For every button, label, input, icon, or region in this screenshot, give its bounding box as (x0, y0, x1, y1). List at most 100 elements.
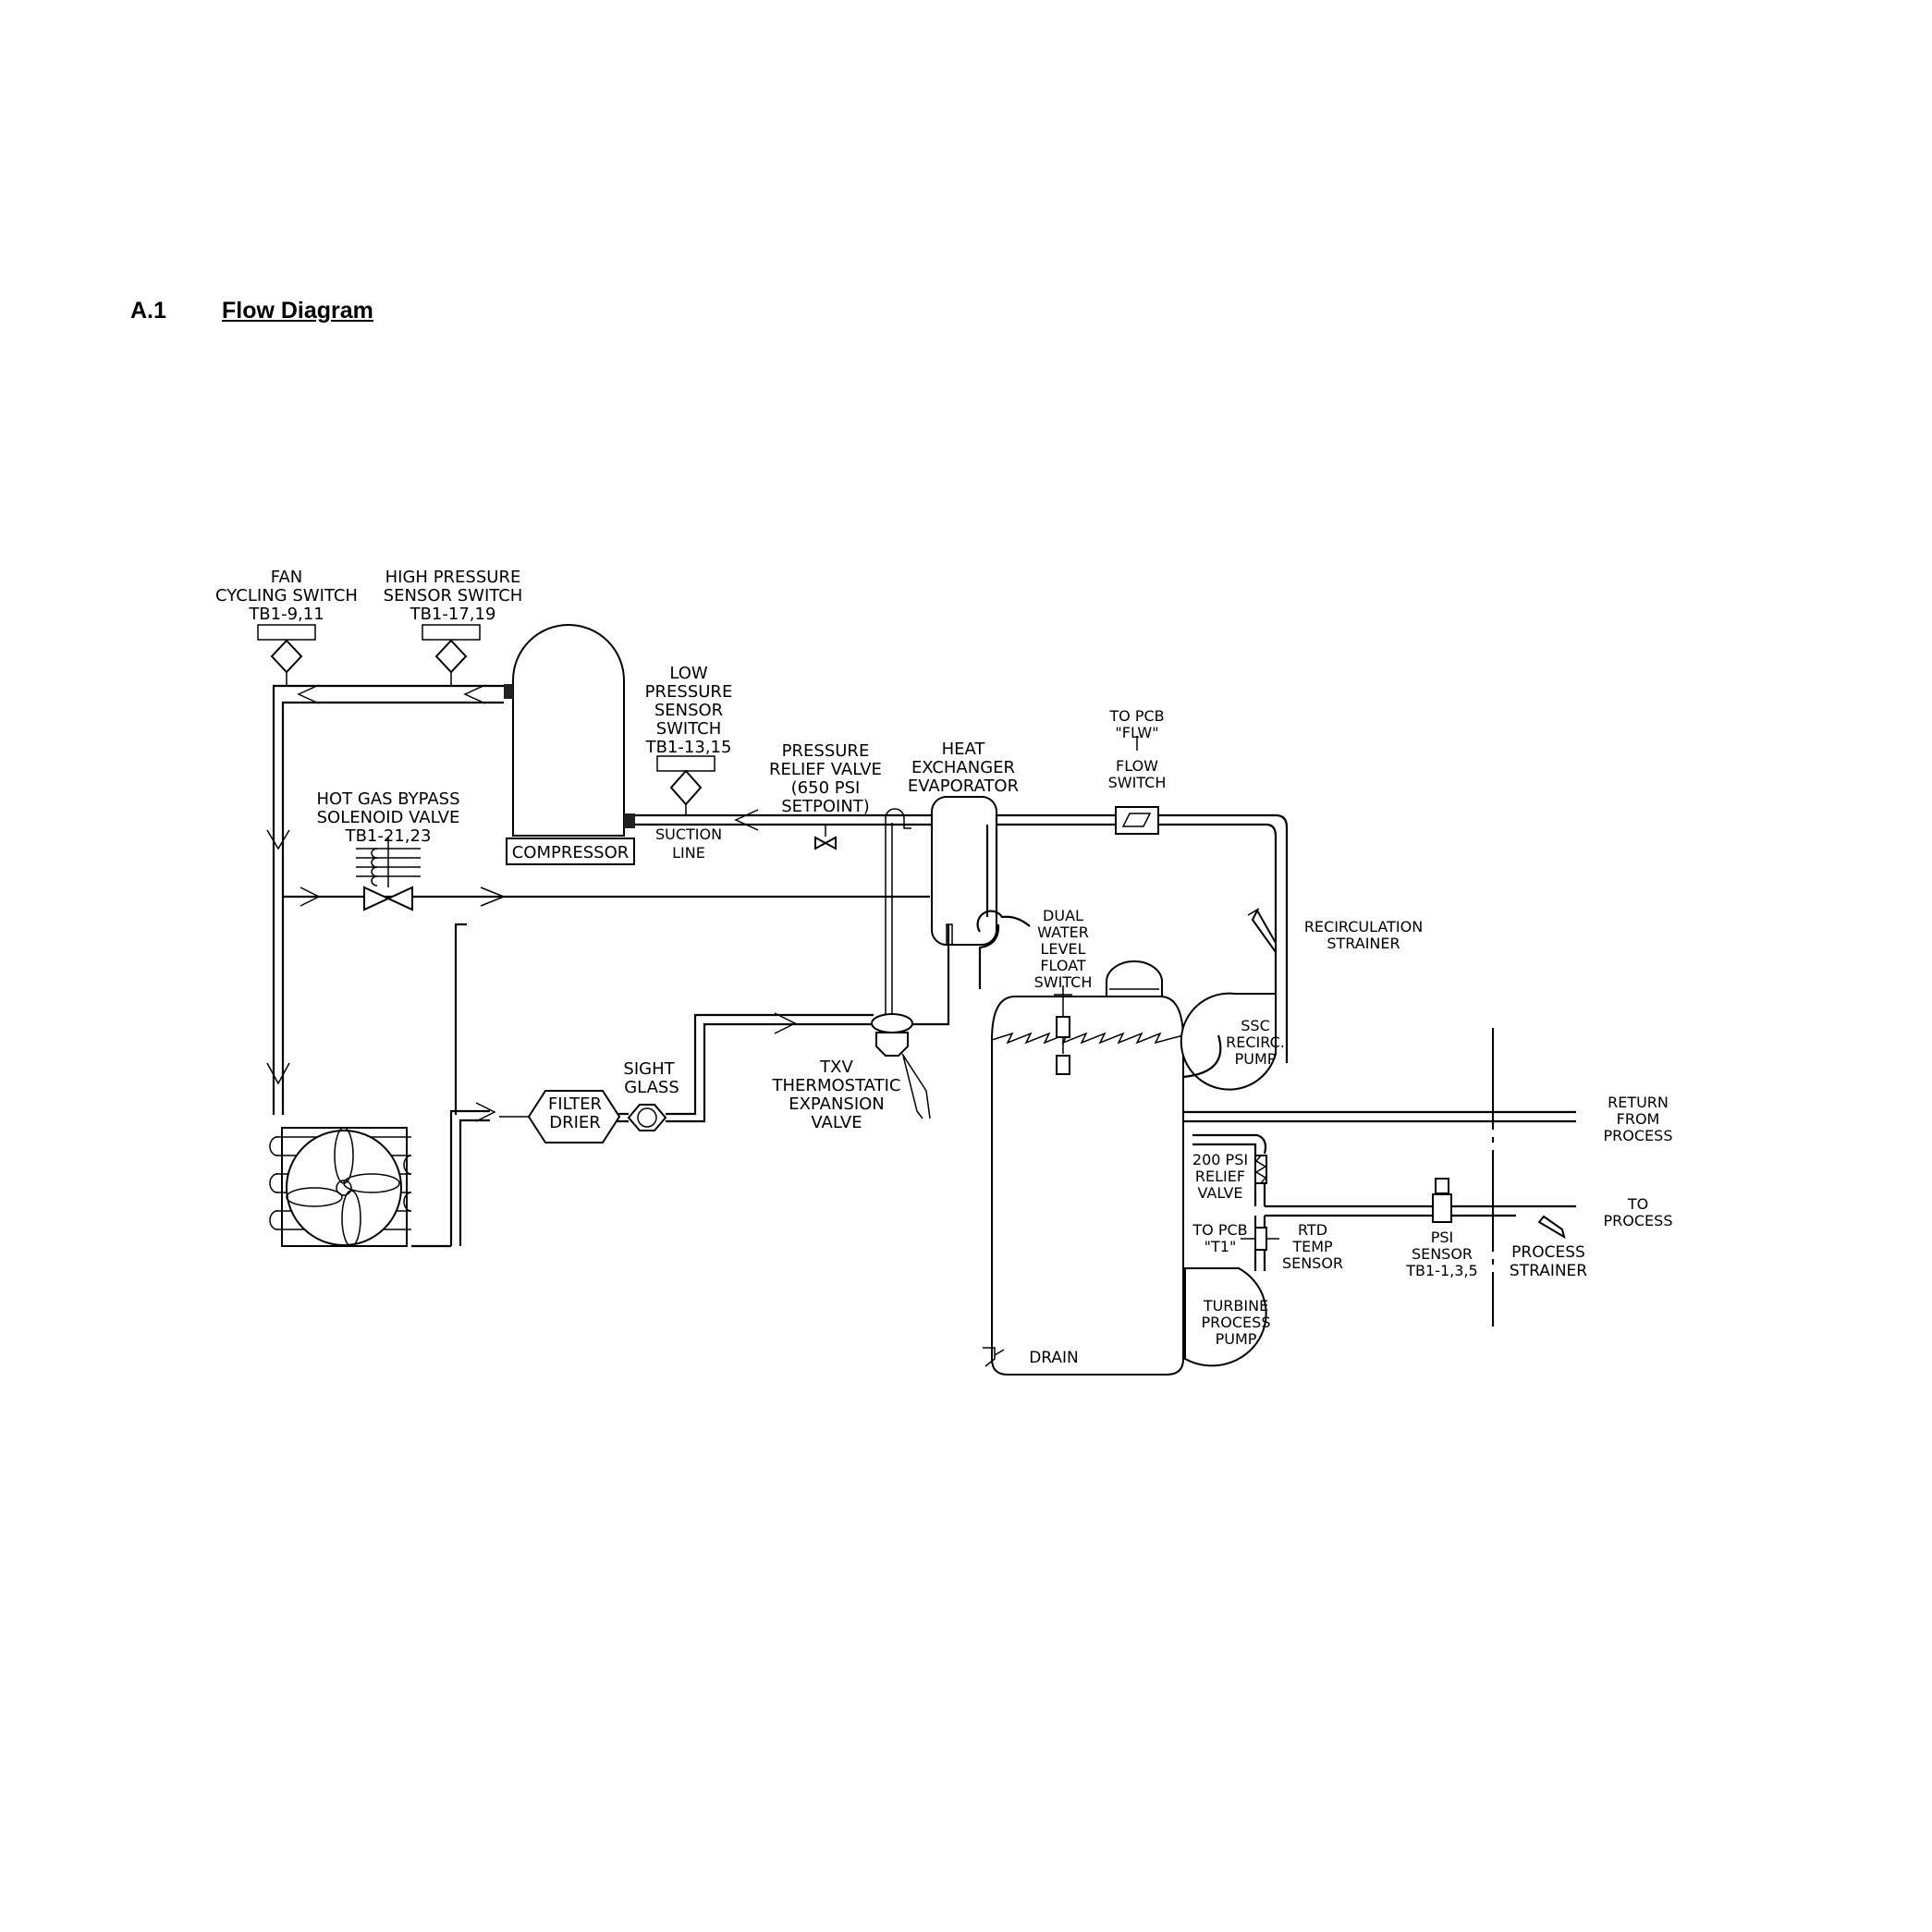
svg-text:DRIER: DRIER (549, 1113, 601, 1132)
low-pressure-switch (656, 755, 715, 815)
svg-text:TO PCB: TO PCB (1192, 1221, 1247, 1239)
svg-text:SUCTION: SUCTION (655, 825, 722, 843)
relief-valve-200 (1254, 1155, 1267, 1184)
drain-label: DRAIN (1029, 1349, 1079, 1367)
svg-text:FAN: FAN (271, 568, 302, 587)
txv-label: TXV THERMOSTATIC EXPANSION VALVE (772, 1058, 901, 1132)
to-process-line (1192, 1133, 1576, 1217)
svg-text:TXV: TXV (819, 1058, 853, 1077)
svg-text:VALVE: VALVE (811, 1113, 862, 1132)
svg-text:RECIRC.: RECIRC. (1226, 1033, 1285, 1051)
svg-text:PUMP: PUMP (1216, 1330, 1257, 1348)
float-switch-label: DUAL WATER LEVEL FLOAT SWITCH (1034, 907, 1093, 991)
svg-text:CYCLING SWITCH: CYCLING SWITCH (215, 586, 358, 605)
heat-exchanger-label: HEAT EXCHANGER EVAPORATOR (908, 740, 1019, 796)
svg-text:TB1-13,15: TB1-13,15 (645, 738, 732, 757)
psi-sensor (1432, 1178, 1452, 1223)
suction-line-label: SUCTION LINE (655, 825, 722, 862)
svg-text:EVAPORATOR: EVAPORATOR (908, 776, 1019, 796)
hot-gas-bypass-solenoid-valve (356, 837, 421, 911)
svg-text:LOW: LOW (669, 664, 708, 683)
svg-text:PROCESS: PROCESS (1604, 1212, 1673, 1229)
svg-text:SETPOINT): SETPOINT) (781, 797, 870, 816)
svg-text:DUAL: DUAL (1043, 907, 1083, 924)
hot-gas-bypass-label: HOT GAS BYPASS SOLENOID VALVE TB1-21,23 (316, 789, 459, 846)
svg-text:SWITCH: SWITCH (1108, 774, 1167, 791)
fan-cycling-switch (257, 624, 316, 686)
fan-cycling-switch-label: FAN CYCLING SWITCH TB1-9,11 (215, 568, 358, 624)
svg-text:PUMP: PUMP (1235, 1050, 1277, 1068)
txv-expansion-valve (871, 808, 931, 1119)
recirculation-strainer-label: RECIRCULATION STRAINER (1304, 918, 1423, 952)
svg-text:RECIRCULATION: RECIRCULATION (1304, 918, 1423, 935)
svg-text:SWITCH: SWITCH (1034, 973, 1093, 991)
svg-text:TURBINE: TURBINE (1203, 1297, 1268, 1314)
condenser-coil (269, 1127, 451, 1248)
svg-text:LINE: LINE (672, 844, 705, 862)
process-strainer-label: PROCESS STRAINER (1510, 1243, 1587, 1280)
low-pressure-switch-label: LOW PRESSURE SENSOR SWITCH TB1-13,15 (645, 664, 733, 757)
svg-text:SENSOR: SENSOR (1412, 1245, 1473, 1263)
svg-text:TB1-21,23: TB1-21,23 (345, 826, 432, 846)
svg-text:SOLENOID VALVE: SOLENOID VALVE (317, 808, 460, 827)
svg-text:SENSOR SWITCH: SENSOR SWITCH (384, 586, 523, 605)
svg-text:PRESSURE: PRESSURE (782, 741, 870, 761)
svg-text:"T1": "T1" (1204, 1238, 1237, 1255)
to-process-label: TO PROCESS (1604, 1195, 1673, 1229)
process-strainer (1537, 1215, 1566, 1240)
ssc-pump-label: SSC RECIRC. PUMP (1226, 1017, 1285, 1068)
svg-text:FROM: FROM (1617, 1110, 1660, 1128)
svg-text:HIGH PRESSURE: HIGH PRESSURE (385, 568, 521, 587)
svg-text:"FLW": "FLW" (1115, 724, 1158, 741)
svg-text:VALVE: VALVE (1197, 1184, 1242, 1202)
svg-text:SIGHT: SIGHT (623, 1059, 675, 1079)
svg-text:SENSOR: SENSOR (654, 701, 723, 720)
svg-text:FILTER: FILTER (548, 1094, 602, 1114)
recirculation-loop (978, 813, 1289, 1063)
svg-text:LEVEL: LEVEL (1041, 940, 1086, 958)
svg-text:STRAINER: STRAINER (1327, 935, 1400, 952)
sight-glass (627, 1104, 667, 1131)
recirculation-strainer (1247, 908, 1277, 956)
rtd-sensor-label: RTD TEMP SENSOR (1282, 1221, 1343, 1272)
float-switch (1054, 985, 1072, 1075)
svg-text:TB1-17,19: TB1-17,19 (410, 605, 496, 624)
svg-text:TEMP: TEMP (1291, 1238, 1333, 1255)
svg-text:FLOW: FLOW (1116, 757, 1158, 775)
turbine-process-pump (1184, 1267, 1267, 1367)
svg-text:RELIEF VALVE: RELIEF VALVE (769, 760, 882, 779)
svg-text:PROCESS: PROCESS (1604, 1127, 1673, 1144)
svg-text:SENSOR: SENSOR (1282, 1254, 1343, 1272)
filter-drier (499, 1090, 621, 1143)
svg-text:FLOAT: FLOAT (1040, 957, 1086, 974)
compressor-label: COMPRESSOR (512, 843, 630, 862)
flow-switch-label: TO PCB "FLW" FLOW SWITCH (1108, 707, 1167, 791)
rtd-temp-sensor (1241, 1216, 1279, 1271)
ssc-recirc-pump (1180, 992, 1277, 1091)
sight-glass-label: SIGHT GLASS (623, 1059, 679, 1097)
section-number: A.1 (130, 298, 166, 324)
svg-text:EXPANSION: EXPANSION (789, 1094, 885, 1114)
svg-text:TB1-1,3,5: TB1-1,3,5 (1405, 1262, 1477, 1279)
pressure-relief-valve-650 (814, 825, 837, 850)
turbine-pump-label: TURBINE PROCESS PUMP (1202, 1297, 1271, 1348)
high-pressure-switch-label: HIGH PRESSURE SENSOR SWITCH TB1-17,19 (384, 568, 523, 624)
svg-text:PROCESS: PROCESS (1511, 1243, 1585, 1262)
svg-text:TO PCB: TO PCB (1108, 707, 1164, 725)
filter-drier-label: FILTER DRIER (548, 1094, 602, 1132)
section-title: Flow Diagram (222, 298, 373, 324)
return-from-process-line (1183, 1110, 1576, 1123)
water-tank (983, 960, 1184, 1376)
svg-text:WATER: WATER (1037, 923, 1089, 941)
svg-text:(650 PSI: (650 PSI (791, 778, 861, 798)
svg-text:PRESSURE: PRESSURE (645, 682, 733, 702)
compressor (504, 624, 635, 865)
svg-text:SSC: SSC (1241, 1017, 1269, 1034)
svg-text:200 PSI: 200 PSI (1192, 1151, 1248, 1168)
svg-text:RELIEF: RELIEF (1195, 1168, 1245, 1185)
svg-text:RTD: RTD (1298, 1221, 1327, 1239)
relief-valve-200-label: 200 PSI RELIEF VALVE (1192, 1151, 1248, 1202)
discharge-line (266, 684, 504, 1115)
suction-line (635, 809, 934, 831)
